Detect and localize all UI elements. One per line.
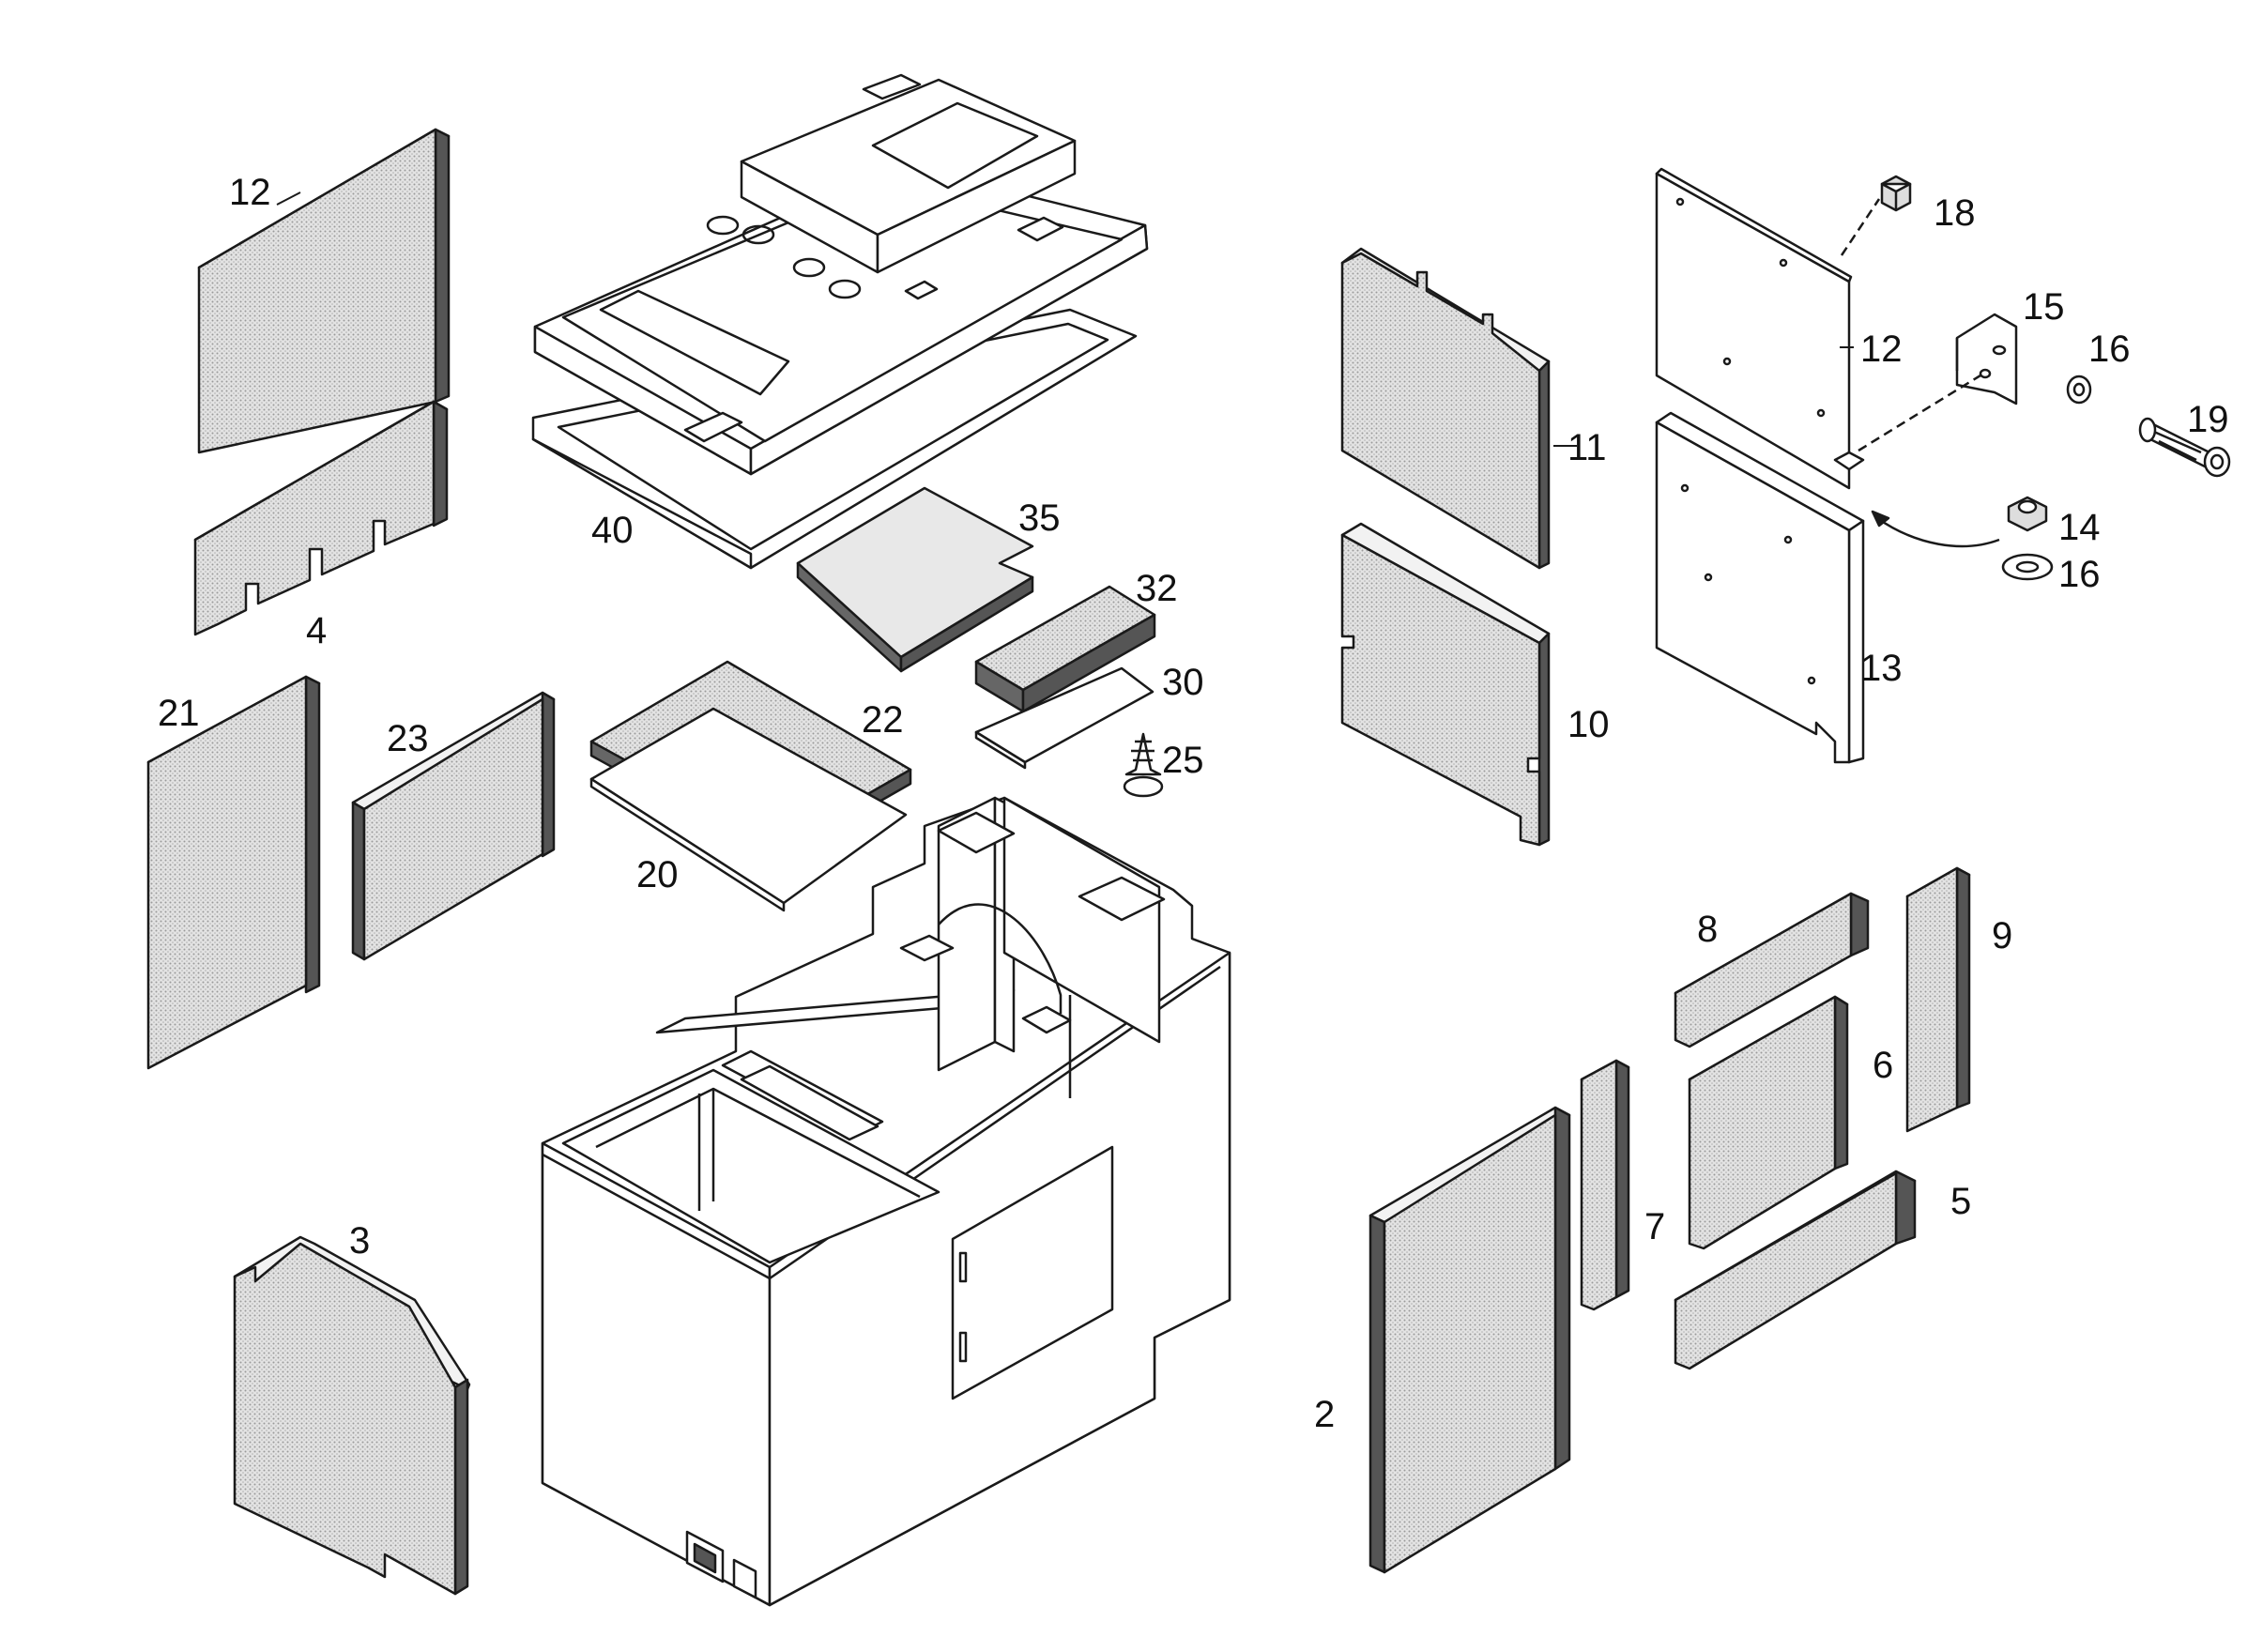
insulation-panel-4 — [193, 400, 449, 636]
insulation-panel-3 — [233, 1235, 471, 1596]
callout-35: 35 — [1018, 497, 1061, 539]
screw-25 — [1123, 732, 1164, 798]
insulation-panel-11 — [1340, 247, 1551, 570]
callout-2: 2 — [1314, 1394, 1335, 1435]
callout-16-top: 16 — [2088, 329, 2131, 370]
insulation-panel-7 — [1580, 1059, 1630, 1311]
mounting-plate-13 — [1655, 411, 1865, 764]
mounting-plate-20 — [589, 707, 908, 912]
callout-16-bottom: 16 — [2058, 554, 2101, 595]
callout-10: 10 — [1567, 704, 1610, 745]
callout-3: 3 — [349, 1220, 370, 1262]
callout-9: 9 — [1992, 915, 2012, 956]
callout-22: 22 — [862, 699, 904, 741]
callout-14: 14 — [2058, 507, 2101, 548]
leader-lines — [276, 191, 1854, 447]
callout-23: 23 — [387, 718, 429, 759]
insulation-panel-9 — [1905, 866, 1971, 1133]
hardware-group — [1840, 175, 2231, 581]
callout-25: 25 — [1162, 740, 1204, 781]
callout-30: 30 — [1162, 662, 1204, 703]
insulation-panel-5 — [1674, 1170, 1917, 1370]
control-panel-top-assembly — [531, 73, 1149, 570]
callout-4: 4 — [306, 610, 327, 651]
main-cabinet — [541, 796, 1231, 1607]
callout-12-right: 12 — [1860, 329, 1903, 370]
insulation-panel-10 — [1340, 522, 1551, 847]
callout-13: 13 — [1860, 648, 1903, 689]
insulation-panel-2 — [1369, 1106, 1571, 1574]
callout-18: 18 — [1934, 192, 1976, 234]
insulation-panel-32 — [974, 585, 1156, 713]
insulation-panel-21 — [146, 675, 321, 1070]
insulation-panel-23 — [351, 691, 556, 961]
callout-labels: 12 4 21 23 40 35 32 30 25 22 20 3 11 10 … — [158, 172, 2229, 1435]
callout-5: 5 — [1950, 1181, 1971, 1222]
callout-40: 40 — [591, 510, 634, 551]
callout-21: 21 — [158, 693, 200, 734]
callout-8: 8 — [1697, 909, 1718, 950]
callout-15: 15 — [2023, 286, 2065, 328]
insulation-panel-8 — [1674, 892, 1870, 1048]
callout-7: 7 — [1644, 1206, 1665, 1247]
callout-32: 32 — [1136, 568, 1178, 609]
callout-12-left: 12 — [229, 172, 271, 213]
mounting-plate-12-right — [1655, 167, 1865, 490]
callout-11: 11 — [1567, 427, 1607, 468]
insulation-panel-12-left — [197, 128, 451, 454]
mounting-plate-30 — [974, 666, 1154, 770]
insulation-panel-6 — [1688, 995, 1849, 1250]
callout-20: 20 — [636, 854, 679, 895]
insulation-panel-35 — [796, 486, 1034, 673]
callout-19: 19 — [2187, 399, 2229, 440]
callout-6: 6 — [1873, 1045, 1893, 1086]
